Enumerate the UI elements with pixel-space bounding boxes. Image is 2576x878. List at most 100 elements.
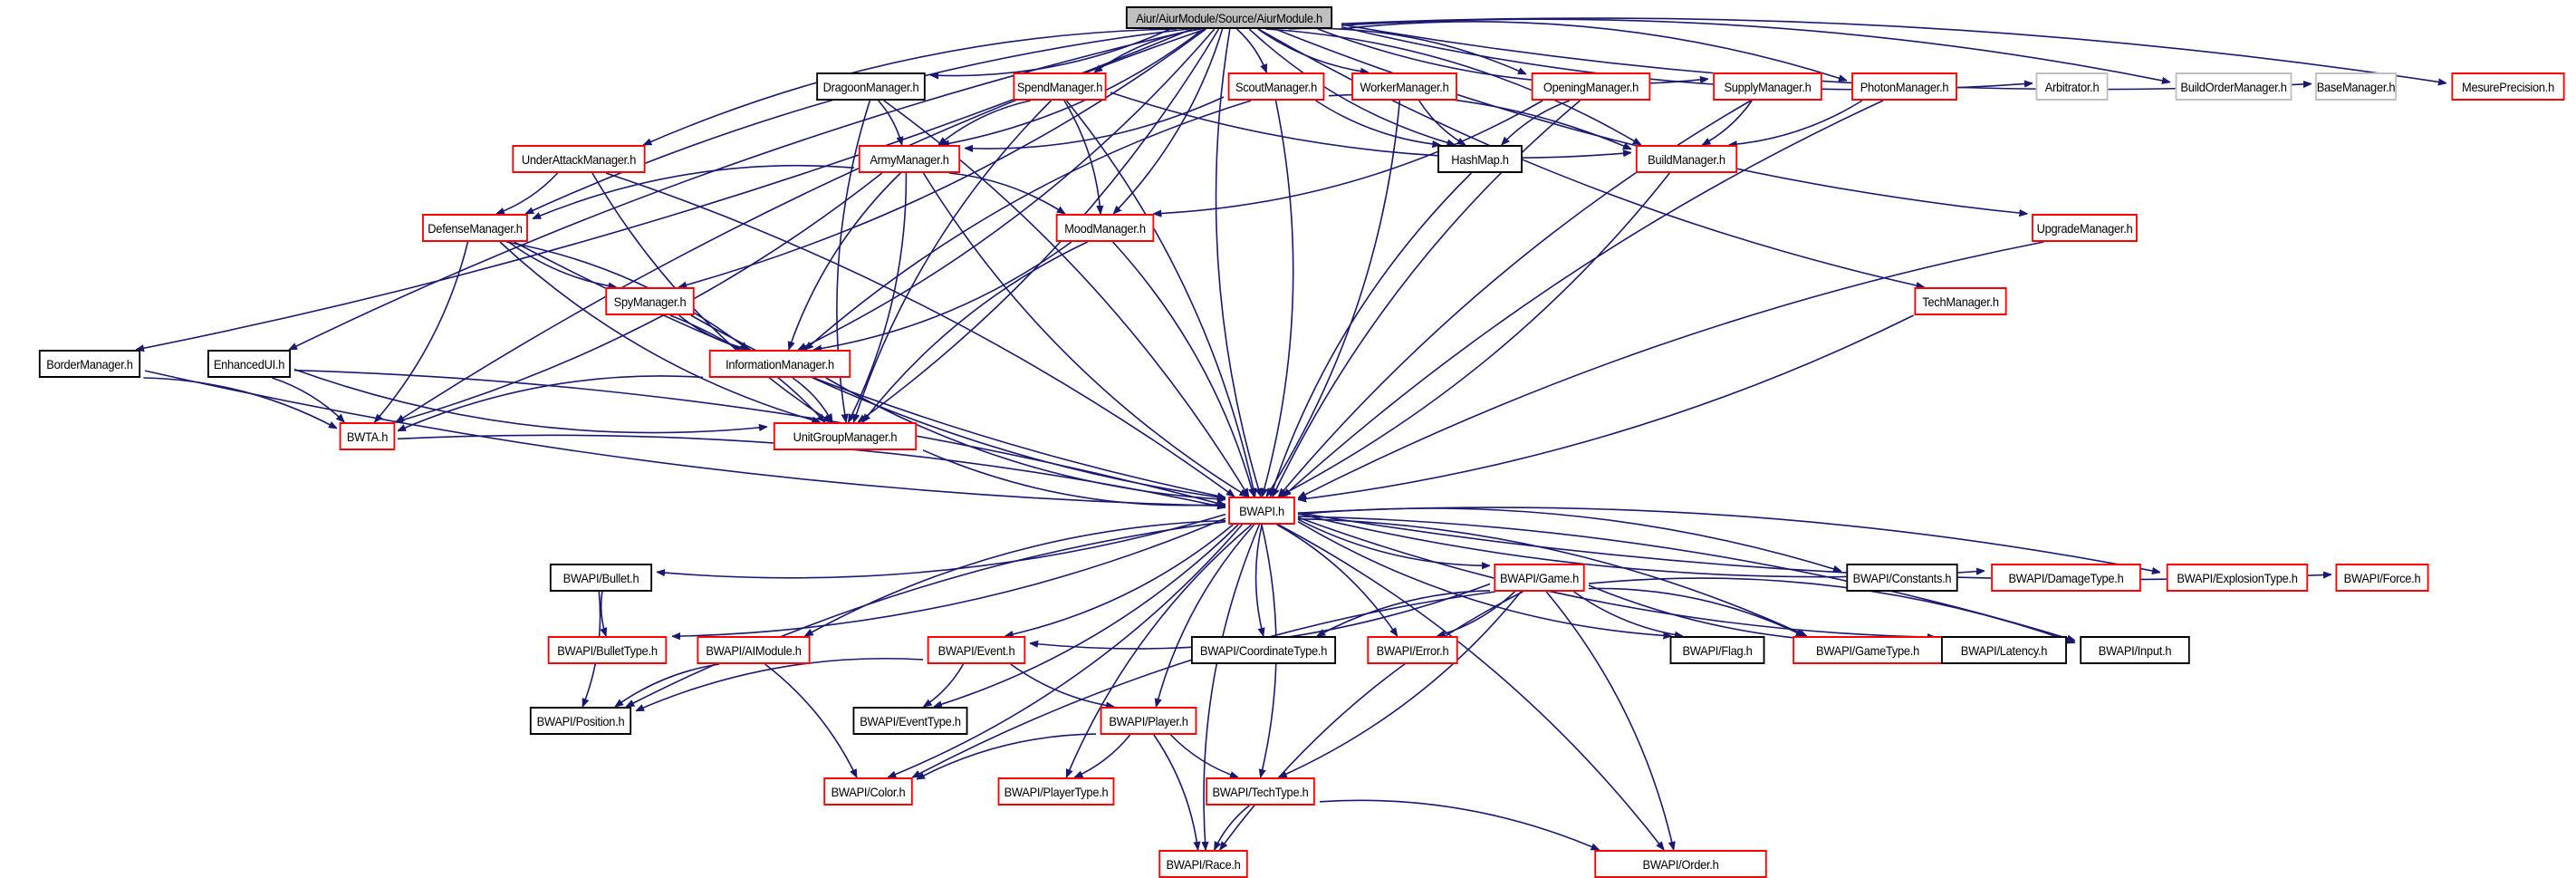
- node-tech[interactable]: TechManager.h: [1914, 287, 2007, 315]
- node-techtype[interactable]: BWAPI/TechType.h: [1206, 777, 1315, 806]
- node-bwapi[interactable]: BWAPI.h: [1228, 497, 1295, 525]
- node-bullettype[interactable]: BWAPI/BulletType.h: [547, 636, 668, 664]
- edge-mood-to-unitgroup: [862, 241, 1089, 422]
- node-label: UnitGroupManager.h: [793, 429, 898, 444]
- node-damagetype[interactable]: BWAPI/DamageType.h: [1991, 564, 2141, 592]
- node-label: BWTA.h: [346, 429, 389, 444]
- node-army[interactable]: ArmyManager.h: [858, 145, 961, 173]
- node-root: Aiur/AiurModule/Source/AiurModule.h: [1125, 6, 1333, 29]
- edge-build-to-bwapi: [1279, 172, 1670, 497]
- edge-defense-to-unitgroup: [499, 241, 821, 422]
- node-label: BWAPI/Order.h: [1642, 856, 1719, 872]
- node-mood[interactable]: MoodManager.h: [1055, 214, 1155, 242]
- edge-event-to-eventtype: [924, 663, 965, 708]
- node-label: SpyManager.h: [613, 294, 687, 309]
- node-scout[interactable]: ScoutManager.h: [1227, 72, 1325, 101]
- node-build[interactable]: BuildManager.h: [1635, 145, 1738, 173]
- edge-techtype-to-race: [1213, 805, 1250, 850]
- edge-bwapi-to-playertype: [1065, 524, 1253, 777]
- node-eventtype[interactable]: BWAPI/EventType.h: [852, 707, 968, 735]
- node-playertype[interactable]: BWAPI/PlayerType.h: [997, 777, 1115, 806]
- node-dragoon[interactable]: DragoonManager.h: [816, 72, 926, 101]
- edge-bwapi-to-error: [1276, 524, 1398, 636]
- edge-player-to-race: [1153, 734, 1198, 850]
- node-input[interactable]: BWAPI/Input.h: [2080, 636, 2190, 664]
- node-label: BWAPI/DamageType.h: [2008, 570, 2124, 585]
- node-unitgroup[interactable]: UnitGroupManager.h: [773, 422, 918, 450]
- node-label: ArmyManager.h: [870, 151, 949, 167]
- node-hashmap[interactable]: HashMap.h: [1437, 145, 1523, 173]
- node-label: Aiur/AiurModule/Source/AiurModule.h: [1136, 10, 1322, 25]
- node-supply[interactable]: SupplyManager.h: [1713, 72, 1822, 101]
- node-order[interactable]: BWAPI/Order.h: [1594, 850, 1767, 878]
- edge-bwapi-to-flag: [1297, 521, 1671, 636]
- node-spy[interactable]: SpyManager.h: [605, 287, 695, 315]
- edge-root-to-enhanced: [289, 28, 1197, 351]
- edge-dragoon-to-army: [878, 100, 902, 145]
- node-race[interactable]: BWAPI/Race.h: [1158, 850, 1248, 878]
- node-force[interactable]: BWAPI/Force.h: [2335, 564, 2429, 592]
- edge-spend-to-mood: [1063, 100, 1101, 214]
- node-label: BWAPI/Race.h: [1166, 856, 1241, 872]
- edge-bwapi-to-aimodule: [805, 519, 1226, 637]
- node-bullet[interactable]: BWAPI/Bullet.h: [549, 564, 653, 592]
- edge-event-to-position: [636, 658, 924, 712]
- node-position[interactable]: BWAPI/Position.h: [529, 707, 632, 735]
- edge-border-to-bwta: [143, 377, 337, 429]
- node-color[interactable]: BWAPI/Color.h: [823, 777, 913, 806]
- edge-root-to-scout: [1236, 28, 1268, 72]
- node-gametype[interactable]: BWAPI/GameType.h: [1793, 636, 1943, 664]
- node-defense[interactable]: DefenseManager.h: [422, 214, 528, 242]
- node-flag[interactable]: BWAPI/Flag.h: [1669, 636, 1765, 664]
- node-error[interactable]: BWAPI/Error.h: [1367, 636, 1458, 664]
- edge-bwapi-to-player: [1156, 524, 1255, 707]
- node-label: BWAPI/Flag.h: [1682, 642, 1753, 658]
- node-photon[interactable]: PhotonManager.h: [1851, 72, 1957, 101]
- edge-root-to-bwapi: [1215, 28, 1261, 497]
- node-upgrade[interactable]: UpgradeManager.h: [2032, 214, 2138, 242]
- node-explosiontype[interactable]: BWAPI/ExplosionType.h: [2166, 564, 2309, 592]
- edge-scout-to-bwapi: [1263, 100, 1294, 497]
- node-constants[interactable]: BWAPI/Constants.h: [1846, 564, 1958, 592]
- node-label: BWAPI/Force.h: [2343, 570, 2421, 585]
- edge-border-to-bwapi: [144, 370, 1226, 506]
- node-spend[interactable]: SpendManager.h: [1013, 72, 1107, 101]
- node-label: InformationManager.h: [726, 356, 834, 371]
- node-label: BWAPI/Error.h: [1376, 642, 1449, 658]
- edge-army-to-bwapi: [922, 172, 1248, 497]
- node-label: UpgradeManager.h: [2036, 220, 2133, 236]
- node-label: MesurePrecision.h: [2462, 79, 2554, 94]
- node-player[interactable]: BWAPI/Player.h: [1100, 707, 1197, 735]
- node-border[interactable]: BorderManager.h: [38, 350, 141, 378]
- node-label: MoodManager.h: [1064, 220, 1146, 236]
- edge-bwapi-to-position: [626, 521, 1226, 708]
- node-coordinatetype[interactable]: BWAPI/CoordinateType.h: [1190, 636, 1337, 664]
- edge-mood-to-bwapi: [1112, 241, 1254, 497]
- node-event[interactable]: BWAPI/Event.h: [927, 636, 1026, 664]
- edge-underattack-to-bwapi: [605, 172, 1235, 497]
- node-label: BWAPI.h: [1239, 503, 1284, 518]
- node-aimodule[interactable]: BWAPI/AIModule.h: [697, 636, 811, 664]
- node-bwta[interactable]: BWTA.h: [339, 422, 396, 450]
- node-game[interactable]: BWAPI/Game.h: [1494, 564, 1585, 592]
- node-latency[interactable]: BWAPI/Latency.h: [1941, 636, 2067, 664]
- edge-hashmap-to-bwapi: [1271, 172, 1472, 497]
- edge-spend-to-army: [938, 100, 1031, 145]
- node-label: PhotonManager.h: [1860, 79, 1949, 94]
- edge-game-to-error: [1437, 591, 1515, 636]
- edge-game-to-race: [1220, 591, 1523, 850]
- edge-root-to-army: [941, 28, 1205, 145]
- edge-game-to-flag: [1573, 591, 1683, 636]
- node-information[interactable]: InformationManager.h: [708, 350, 851, 378]
- edge-root-to-tech: [1257, 28, 1924, 287]
- edge-game-to-techtype: [1279, 591, 1522, 778]
- node-opening[interactable]: OpeningManager.h: [1531, 72, 1651, 101]
- edge-aimodule-to-color: [764, 663, 858, 777]
- edge-bwapi-to-gametype: [1297, 517, 1807, 637]
- edge-spy-to-information: [678, 314, 751, 350]
- node-underattack[interactable]: UnderAttackManager.h: [512, 145, 646, 173]
- edge-mood-to-information: [813, 241, 1072, 350]
- node-enhanced[interactable]: EnhancedUI.h: [207, 350, 291, 378]
- node-worker[interactable]: WorkerManager.h: [1351, 72, 1457, 101]
- node-mesure[interactable]: MesurePrecision.h: [2451, 72, 2565, 101]
